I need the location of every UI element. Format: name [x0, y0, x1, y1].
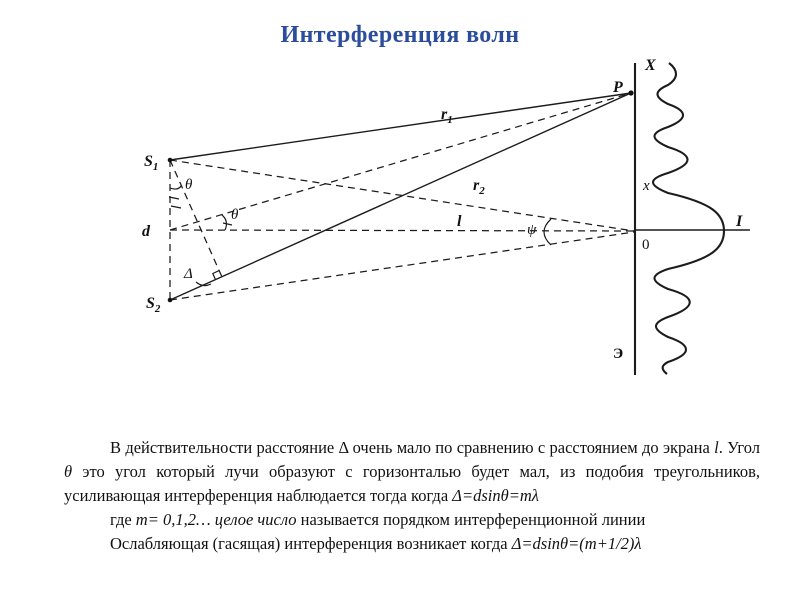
p1-italic-theta: θ	[64, 462, 73, 481]
s1-origin-line	[169, 159, 635, 232]
angle-tick-2	[170, 205, 182, 209]
s2-point	[167, 297, 173, 303]
label-s2: S2	[146, 295, 161, 315]
s2-origin-line	[169, 231, 635, 301]
s1-point	[167, 157, 173, 163]
label-psi: ψ	[527, 222, 537, 238]
paragraph-2: где m= 0,1,2… целое число называется пор…	[64, 508, 760, 532]
paragraph-1: В действительности расстояние Δ очень ма…	[64, 436, 760, 508]
p3-formula: Δ=dsinθ=(m+1/2)λ	[511, 534, 642, 553]
p1-text-1: В действительности расстояние Δ очень ма…	[110, 438, 715, 457]
diagram-labels: S1 S2 d r1 r2 l θ θ Δ ψ P X x 0 I Э	[142, 57, 743, 362]
label-intensity: I	[735, 213, 743, 230]
psi-arc	[543, 218, 552, 246]
diagram-points	[167, 90, 634, 303]
distance-l-line	[169, 229, 634, 232]
angle-tick-1	[168, 196, 180, 200]
label-r1: r1	[441, 106, 453, 126]
midpoint-to-p-line	[169, 92, 632, 231]
angle-tick-3	[222, 222, 233, 226]
p3-text-1: Ослабляющая (гасящая) интерференция возн…	[110, 534, 512, 553]
paragraph-3: Ослабляющая (гасящая) интерференция возн…	[64, 532, 760, 556]
page-title: Интерференция волн	[280, 22, 520, 48]
intensity-curve	[651, 62, 726, 375]
label-theta-axis: θ	[231, 207, 239, 223]
right-angle-mark	[212, 270, 220, 281]
theta-source-arc	[169, 185, 183, 190]
p1-italic-l: l	[714, 438, 719, 457]
p1-text-2: . Угол	[718, 438, 760, 457]
label-axis-x: X	[644, 57, 656, 74]
p2-italic-m: m= 0,1,2… целое число	[135, 510, 297, 529]
p2-text-1: где	[110, 510, 136, 529]
delta-arc	[195, 281, 212, 287]
label-s1: S1	[144, 153, 158, 173]
label-delta: Δ	[183, 266, 193, 282]
ray-r1-line	[169, 92, 632, 161]
perpendicular-foot-line	[169, 159, 223, 278]
p1-text-3: это угол который лучи образуют с горизон…	[64, 462, 760, 505]
theta-axis-arc	[221, 214, 228, 231]
diagram-lines	[168, 62, 750, 375]
p-point	[628, 90, 634, 96]
p1-formula: Δ=dsinθ=mλ	[452, 486, 539, 505]
label-screen: Э	[613, 346, 623, 362]
ray-r2-line	[169, 92, 632, 301]
label-origin: 0	[642, 237, 650, 253]
label-d: d	[142, 223, 151, 240]
label-p: P	[612, 79, 623, 96]
body-text: В действительности расстояние Δ очень ма…	[64, 436, 760, 556]
label-l: l	[457, 213, 462, 230]
label-theta-source: θ	[185, 177, 193, 193]
p2-text-2: называется порядком интерференционной ли…	[296, 510, 646, 529]
label-x: x	[642, 178, 650, 194]
label-r2: r2	[473, 177, 485, 197]
